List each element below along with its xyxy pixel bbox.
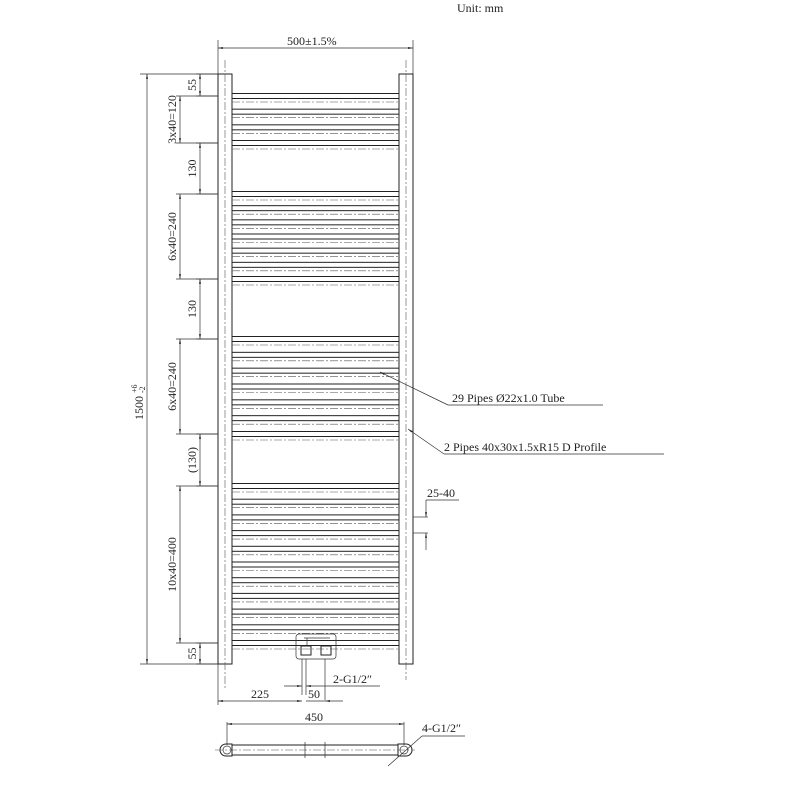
height-dimension: 1500 +6 -2 (130, 73, 218, 665)
dim-label-group2: 6x40=240 (165, 212, 179, 261)
pipe (231, 431, 400, 437)
top-view-thread-label: 4-G1/2″ (422, 721, 461, 735)
dim-label-gap3: (130) (185, 447, 199, 473)
inlet-spacing-label: 50 (308, 687, 320, 701)
dim-label-group4: 10x40=400 (165, 537, 179, 592)
inlet-left (300, 645, 312, 656)
inlet-offset-label: 225 (251, 687, 269, 701)
pipe (231, 351, 400, 358)
pipe (231, 383, 400, 390)
wall-gap-dimension: 25-40 (413, 486, 459, 550)
pipe (231, 608, 400, 615)
pipe (231, 367, 400, 374)
height-tol-plus: +6 (130, 384, 139, 393)
pipe (231, 93, 400, 99)
pipe (231, 247, 400, 254)
height-tol-minus: -2 (138, 386, 147, 393)
pipe (231, 261, 400, 268)
pipe (231, 276, 400, 282)
dim-label-gap1: 130 (185, 160, 199, 178)
pipe (231, 640, 400, 646)
inlet-thread-label: 2-G1/2″ (333, 672, 372, 686)
pipe (231, 624, 400, 631)
dim-label-gap2: 130 (185, 300, 199, 318)
pipe (231, 399, 400, 406)
top-view: 450 4-G1/2″ (215, 710, 465, 767)
horizontal-pipes (231, 93, 400, 650)
unit-label: Unit: mm (457, 1, 504, 15)
pipe-spacing-dimensions: 55 3x40=120 130 6x40=240 130 6x40=240 (130) 10x… (165, 73, 218, 665)
wall-gap-label: 25-40 (427, 486, 455, 500)
pipe (231, 108, 400, 115)
pipe (231, 219, 400, 226)
dim-label-group3: 6x40=240 (165, 362, 179, 411)
side-rails (217, 60, 414, 690)
pipe (231, 415, 400, 422)
inlet-valves: 2-G1/2″ 225 50 (217, 633, 380, 705)
pipe (231, 124, 400, 131)
pipe (231, 530, 400, 537)
pipe (231, 561, 400, 568)
pipe (231, 233, 400, 240)
dim-label-top_margin: 55 (185, 79, 199, 91)
pipe (231, 577, 400, 584)
width-label: 500±1.5% (287, 34, 337, 48)
top-view-width-label: 450 (305, 710, 323, 724)
pipe (231, 545, 400, 552)
pipe (231, 483, 400, 489)
pipe (231, 592, 400, 599)
width-dimension: 500±1.5% (217, 34, 414, 74)
profile-callout-label: 2 Pipes 40x30x1.5xR15 D Profile (444, 440, 606, 454)
pipe-callout: 29 Pipes Ø22x1.0 Tube (379, 371, 603, 406)
pipe (231, 191, 400, 197)
pipe-callout-label: 29 Pipes Ø22x1.0 Tube (452, 391, 565, 405)
pipe (231, 336, 400, 342)
dim-label-bottom_margin: 55 (185, 648, 199, 660)
pipe (231, 205, 400, 212)
profile-callout: 2 Pipes 40x30x1.5xR15 D Profile (407, 428, 664, 455)
inlet-right (320, 645, 332, 656)
pipe (231, 498, 400, 505)
pipe (231, 514, 400, 521)
pipe (231, 140, 400, 146)
dim-label-group1: 3x40=120 (165, 95, 179, 144)
height-label: 1500 (132, 396, 146, 420)
